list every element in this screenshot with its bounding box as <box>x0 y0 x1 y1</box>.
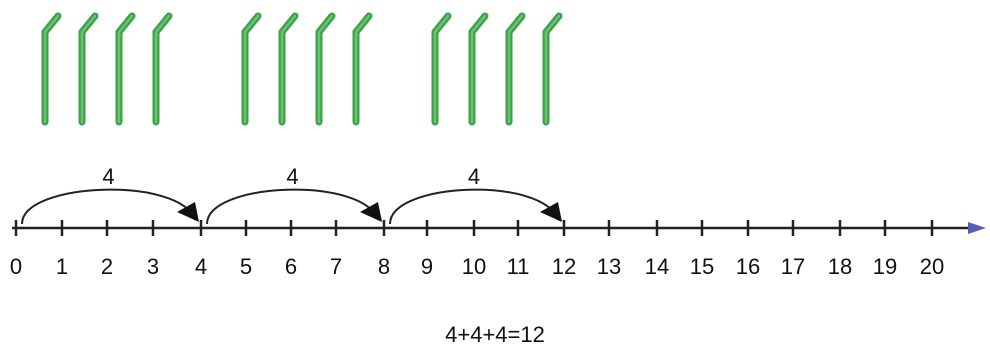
counting-stick <box>152 12 173 126</box>
counting-sticks <box>41 12 563 126</box>
jump-arc-curve <box>21 188 196 225</box>
counting-stick-highlight <box>317 14 334 124</box>
counting-stick <box>78 12 99 126</box>
tick-label: 10 <box>462 254 486 279</box>
counting-stick-highlight <box>43 14 60 124</box>
counting-stick-highlight <box>80 14 97 124</box>
counting-stick-highlight <box>354 14 371 124</box>
tick-label: 2 <box>101 254 113 279</box>
jump-arc: 4 <box>389 164 562 225</box>
tick-label: 13 <box>597 254 621 279</box>
counting-stick <box>278 12 299 126</box>
jump-arrow-head <box>540 202 562 222</box>
counting-stick <box>542 12 563 126</box>
counting-stick-highlight <box>243 14 260 124</box>
stick-group <box>41 12 173 126</box>
tick-label: 0 <box>10 254 22 279</box>
jump-arcs: 4 4 4 <box>21 164 562 225</box>
tick-label: 1 <box>56 254 68 279</box>
jump-label: 4 <box>286 164 298 189</box>
equation-text: 4+4+4=12 <box>445 322 545 347</box>
tick-label: 7 <box>330 254 342 279</box>
counting-stick-highlight <box>280 14 297 124</box>
tick-label: 6 <box>285 254 297 279</box>
axis-arrow-head <box>968 222 986 234</box>
tick-label: 19 <box>873 254 897 279</box>
tick-label: 3 <box>147 254 159 279</box>
counting-stick-highlight <box>470 14 487 124</box>
jump-arc-curve <box>389 188 559 225</box>
tick-label: 8 <box>378 254 390 279</box>
counting-stick <box>431 12 452 126</box>
tick-label: 15 <box>690 254 714 279</box>
stick-group <box>241 12 373 126</box>
jump-arc-curve <box>206 188 379 225</box>
counting-stick <box>468 12 489 126</box>
counting-stick-highlight <box>433 14 450 124</box>
counting-stick <box>41 12 62 126</box>
jump-label: 4 <box>468 164 480 189</box>
tick-label: 14 <box>645 254 669 279</box>
counting-stick <box>315 12 336 126</box>
jump-label: 4 <box>102 164 114 189</box>
counting-stick <box>241 12 262 126</box>
counting-stick-highlight <box>117 14 134 124</box>
tick-label: 16 <box>736 254 760 279</box>
jump-arc: 4 <box>21 164 199 225</box>
jump-arrow-head <box>360 202 382 222</box>
counting-stick-highlight <box>507 14 524 124</box>
counting-stick <box>115 12 136 126</box>
jump-arc: 4 <box>206 164 382 225</box>
counting-stick-highlight <box>154 14 171 124</box>
counting-stick <box>505 12 526 126</box>
jump-arrow-head <box>177 202 199 222</box>
stick-group <box>431 12 563 126</box>
tick-label: 17 <box>781 254 805 279</box>
tick-label: 12 <box>552 254 576 279</box>
tick-label: 11 <box>507 254 530 279</box>
tick-label: 20 <box>920 254 944 279</box>
tick-label: 5 <box>240 254 252 279</box>
counting-stick <box>352 12 373 126</box>
tick-label: 9 <box>421 254 433 279</box>
tick-label: 18 <box>828 254 852 279</box>
counting-stick-highlight <box>544 14 561 124</box>
tick-label: 4 <box>195 254 207 279</box>
